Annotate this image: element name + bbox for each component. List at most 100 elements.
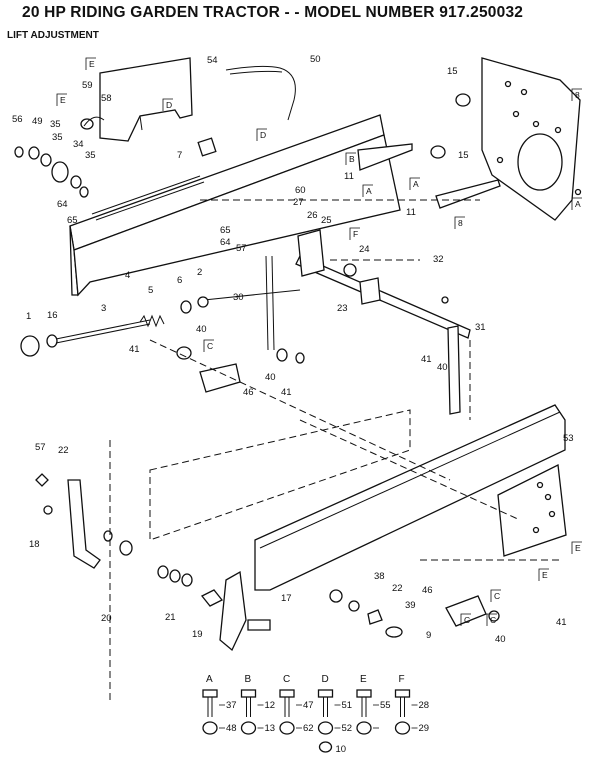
callout-1: 1 [26, 311, 31, 322]
callout-53: 53 [563, 433, 574, 444]
letter-tag-C: C [494, 591, 500, 601]
lift-link-31 [441, 296, 461, 415]
bolt-head [240, 689, 257, 698]
legend-letter-F: F [399, 674, 405, 685]
page-title: 20 HP RIDING GARDEN TRACTOR - - MODEL NU… [22, 4, 524, 21]
letter-tag-C: C [490, 615, 496, 625]
legend-letter-D: D [322, 674, 329, 685]
letter-tag-E: E [89, 59, 95, 69]
tag-bracket [256, 128, 267, 141]
tag-bracket [571, 541, 582, 554]
lever-19-assembly [200, 570, 271, 652]
callout-35: 35 [50, 119, 61, 130]
nut [202, 721, 218, 735]
letter-tag-C: C [207, 341, 213, 351]
nut [394, 721, 411, 735]
callout-41: 41 [556, 617, 567, 628]
callout-32: 32 [433, 254, 444, 265]
callout-23: 23 [337, 303, 348, 314]
callout-56: 56 [12, 114, 23, 125]
lever-18 [35, 473, 101, 569]
callout-22: 22 [392, 583, 403, 594]
pivot-bracket-46-upper [176, 346, 305, 393]
tag-bracket [490, 589, 501, 602]
frame-rail-upper-left [69, 114, 401, 297]
callout-20: 20 [101, 613, 112, 624]
callout-58: 58 [101, 93, 112, 104]
letter-tag-8: 8 [575, 90, 580, 100]
tag-bracket [203, 339, 214, 352]
callout-46: 46 [243, 387, 254, 398]
letter-tag-B: B [349, 154, 355, 164]
callout-21: 21 [165, 612, 176, 623]
callout-49: 49 [32, 116, 43, 127]
bolt-head [394, 689, 411, 698]
washer-stack-left [14, 116, 105, 198]
legend-extra-10: 10 [336, 744, 347, 755]
callout-15: 15 [447, 66, 458, 77]
callout-65: 65 [67, 215, 78, 226]
letter-tag-A: A [366, 186, 372, 196]
legend-bottom-29: 29 [419, 723, 430, 734]
callout-16: 16 [47, 310, 58, 321]
nut [317, 721, 334, 735]
letter-tag-E: E [542, 570, 548, 580]
letter-tag-E: E [60, 95, 66, 105]
callout-39: 39 [405, 600, 416, 611]
callout-24: 24 [359, 244, 370, 255]
callout-15: 15 [458, 150, 469, 161]
callout-65: 65 [220, 225, 231, 236]
nut [356, 721, 372, 735]
washer [318, 741, 333, 753]
callout-26: 26 [307, 210, 318, 221]
letter-tag-D: D [260, 130, 266, 140]
callout-41: 41 [129, 344, 140, 355]
legend-bottom-62: 62 [303, 723, 314, 734]
callout-31: 31 [475, 322, 486, 333]
callout-40: 40 [265, 372, 276, 383]
letter-tag-A: A [413, 179, 419, 189]
bolt-head [279, 689, 295, 698]
callout-35: 35 [52, 132, 63, 143]
callout-57: 57 [35, 442, 46, 453]
tag-bracket [571, 197, 582, 210]
alignment-lines [109, 199, 560, 700]
callout-50: 50 [310, 54, 321, 65]
bolt-head [317, 689, 334, 698]
callout-60: 60 [295, 185, 306, 196]
legend-top-55: 55 [380, 700, 391, 711]
callout-35: 35 [85, 150, 96, 161]
lift-rods-30 [203, 255, 301, 351]
callout-6: 6 [177, 275, 182, 286]
page-subtitle: LIFT ADJUSTMENT [7, 30, 99, 41]
tag-bracket [162, 98, 173, 111]
callout-54: 54 [207, 55, 218, 66]
callout-9: 9 [426, 630, 431, 641]
legend-top-12: 12 [265, 700, 276, 711]
spring-50 [225, 65, 296, 121]
tag-bracket [486, 613, 497, 626]
callout-40: 40 [196, 324, 207, 335]
tag-bracket [56, 93, 67, 106]
letter-tag-F: F [353, 229, 358, 239]
washers-20 [103, 530, 193, 587]
legend-top-51: 51 [342, 700, 353, 711]
callout-19: 19 [192, 629, 203, 640]
bolt-head [202, 689, 218, 698]
tag-bracket [349, 227, 360, 240]
tag-bracket [571, 88, 582, 101]
tag-bracket [409, 177, 420, 190]
callout-64: 64 [57, 199, 68, 210]
legend-letter-B: B [245, 674, 252, 685]
letter-tag-D: D [166, 100, 172, 110]
callout-59: 59 [82, 80, 93, 91]
tag-bracket [345, 152, 356, 165]
legend-bottom-48: 48 [226, 723, 237, 734]
lift-rod-assembly [20, 296, 209, 357]
legend-letter-E: E [360, 674, 367, 685]
tag-bracket [362, 184, 373, 197]
callout-11: 11 [344, 171, 354, 182]
